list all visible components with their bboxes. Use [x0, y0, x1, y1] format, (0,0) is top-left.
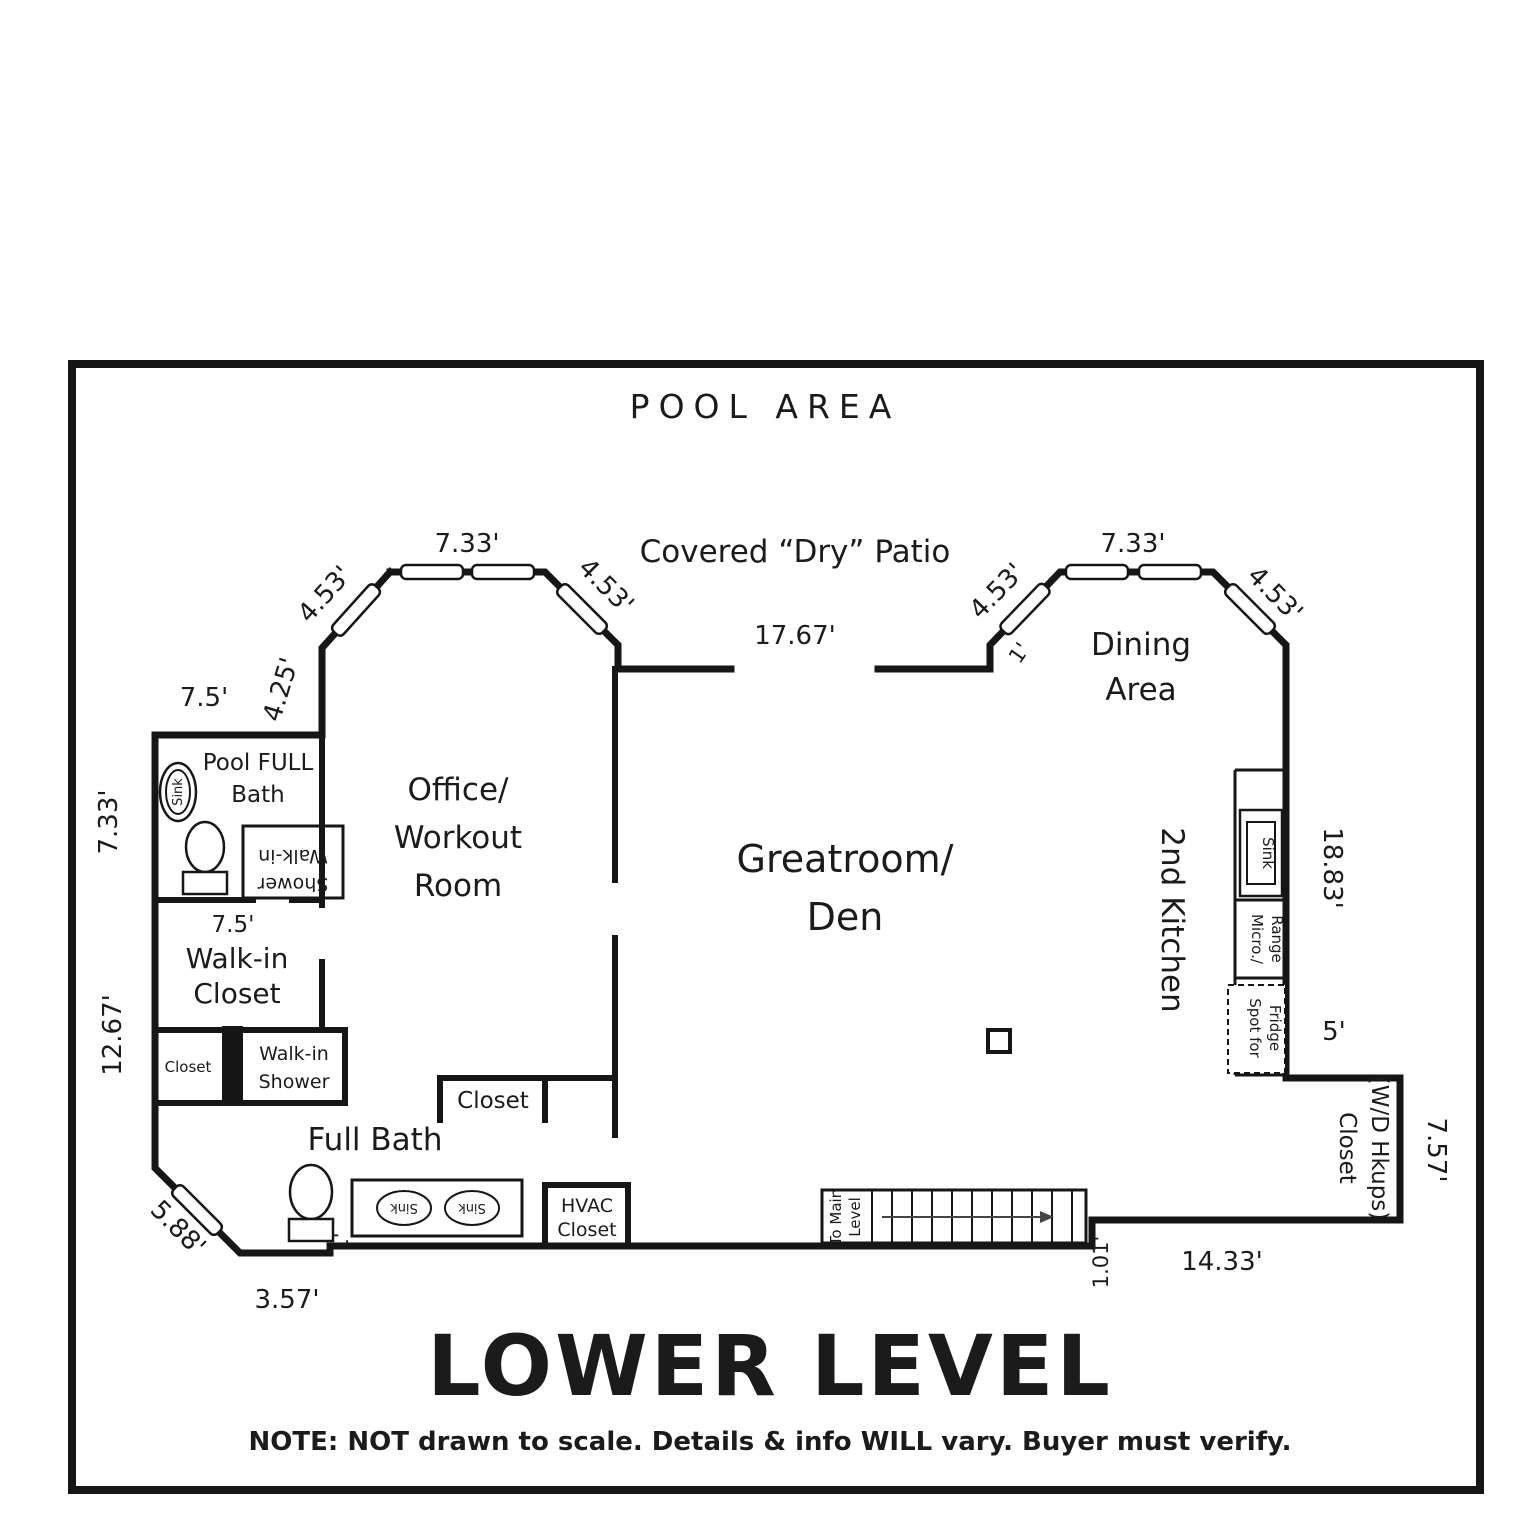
greatroom-label-1: Greatroom/: [737, 837, 954, 881]
window: [1223, 582, 1277, 636]
plan-note: NOTE: NOT drawn to scale. Details & info…: [249, 1427, 1292, 1457]
dining-label-1: Dining: [1091, 627, 1191, 663]
pool-bath-fixtures: Sink Walk-in Shower: [158, 761, 345, 900]
dim-1-dining: 1': [1004, 638, 1035, 667]
dim-75-pool-bath: 7.5': [180, 683, 229, 713]
stairs-arrowhead: [1040, 1211, 1054, 1223]
vanity-sink-left-label: Sink: [390, 1200, 418, 1215]
window: [1064, 563, 1130, 581]
dim-5: 5': [1322, 1017, 1346, 1047]
windows: [170, 563, 1277, 1237]
center-closet-label: Closet: [457, 1088, 529, 1114]
small-closet-label: Closet: [165, 1058, 212, 1076]
micro-range-label-1: Micro./: [1248, 914, 1266, 965]
pool-area-label: POOL AREA: [630, 387, 901, 426]
dim-733-left: 7.33': [94, 789, 124, 854]
stairs-label-2: Level: [846, 1197, 864, 1237]
stairs-outline: [820, 1188, 1088, 1245]
kitchen-counter: Sink Micro./ Range Spot for Fridge: [1227, 768, 1286, 1077]
pool-bath-toilet-tank: [181, 870, 229, 896]
micro-range-label-2: Range: [1268, 915, 1286, 963]
dim-733-top-right: 7.33': [1100, 529, 1165, 559]
office-label-3: Room: [414, 868, 502, 904]
hvac-label-2: Closet: [557, 1219, 616, 1241]
pool-shower-label-2: Shower: [257, 873, 328, 895]
pool-shower-stall: [241, 824, 345, 900]
counter-outline: [1233, 768, 1286, 1077]
dim-1767: 17.67': [754, 621, 836, 651]
dim-425: 4.25': [257, 654, 305, 725]
patio-label: Covered “Dry” Patio: [640, 534, 951, 570]
office-label-2: Workout: [394, 820, 522, 856]
fridge-label-2: Fridge: [1266, 1005, 1284, 1051]
dim-1-bottom: 1': [329, 1232, 353, 1251]
pool-bath-label-2: Bath: [231, 782, 284, 808]
dim-75-closet: 7.5': [212, 912, 255, 938]
dim-357: 3.57': [254, 1285, 319, 1315]
vanity: [350, 1178, 524, 1238]
pool-shower-label-1: Walk-in: [258, 845, 328, 867]
page-border: [68, 360, 1484, 1494]
window: [330, 583, 382, 637]
wd-closet-label-1: Closet: [1334, 1112, 1360, 1184]
vanity-sink-left: [376, 1190, 432, 1226]
stairs: To Main Level: [820, 1188, 1088, 1246]
interior-walls: [152, 666, 631, 1246]
full-bath-toilet-bowl: [288, 1163, 334, 1221]
column: [986, 1028, 1012, 1054]
pool-bath-sink-label: Sink: [171, 778, 186, 806]
hvac-label-1: HVAC: [561, 1195, 613, 1217]
stairs-label-1: To Main: [827, 1189, 845, 1246]
shower-label-2: Shower: [259, 1071, 330, 1093]
dim-1433: 14.33': [1181, 1247, 1263, 1277]
full-bath-label: Full Bath: [308, 1122, 443, 1158]
full-bath-toilet-tank: [287, 1217, 335, 1243]
full-bath-fixtures: Sink Sink: [287, 1163, 524, 1243]
window: [1137, 563, 1203, 581]
dim-1267: 12.67': [98, 994, 128, 1076]
dim-1883: 18.83': [1317, 827, 1347, 909]
dim-101: 1.01': [1089, 1236, 1113, 1289]
pool-bath-toilet-bowl: [184, 820, 226, 874]
pool-bath-label-1: Pool FULL: [203, 750, 314, 776]
wall-block: [222, 1026, 243, 1106]
window: [999, 582, 1051, 636]
dim-757: 7.57': [1421, 1117, 1451, 1182]
window: [470, 563, 536, 581]
window: [399, 563, 465, 581]
dim-733-top-left: 7.33': [434, 529, 499, 559]
office-label-1: Office/: [408, 772, 509, 808]
pool-bath-sink-basin: [165, 769, 191, 815]
vanity-sink-right-label: Sink: [458, 1200, 486, 1215]
window: [555, 582, 609, 636]
window: [170, 1183, 224, 1237]
kitchen-sink-basin: [1246, 821, 1276, 885]
plan-title: LOWER LEVEL: [427, 1317, 1113, 1415]
room-labels: Covered “Dry” Patio Dining Area Office/ …: [165, 534, 1392, 1241]
wd-closet-label-2: (W/D Hkups): [1366, 1076, 1392, 1221]
dining-label-2: Area: [1105, 672, 1176, 708]
vanity-sink-right: [444, 1190, 500, 1226]
kitchen-label: 2nd Kitchen: [1154, 827, 1190, 1012]
walkin-closet-label-2: Closet: [193, 977, 280, 1010]
shower-label-1: Walk-in: [259, 1043, 329, 1065]
kitchen-sink-label: Sink: [1259, 837, 1277, 869]
fridge-label-1: Spot for: [1246, 998, 1264, 1058]
greatroom-label-2: Den: [807, 895, 884, 939]
walkin-closet-label-1: Walk-in: [186, 942, 289, 975]
fridge-spot: [1227, 984, 1286, 1074]
